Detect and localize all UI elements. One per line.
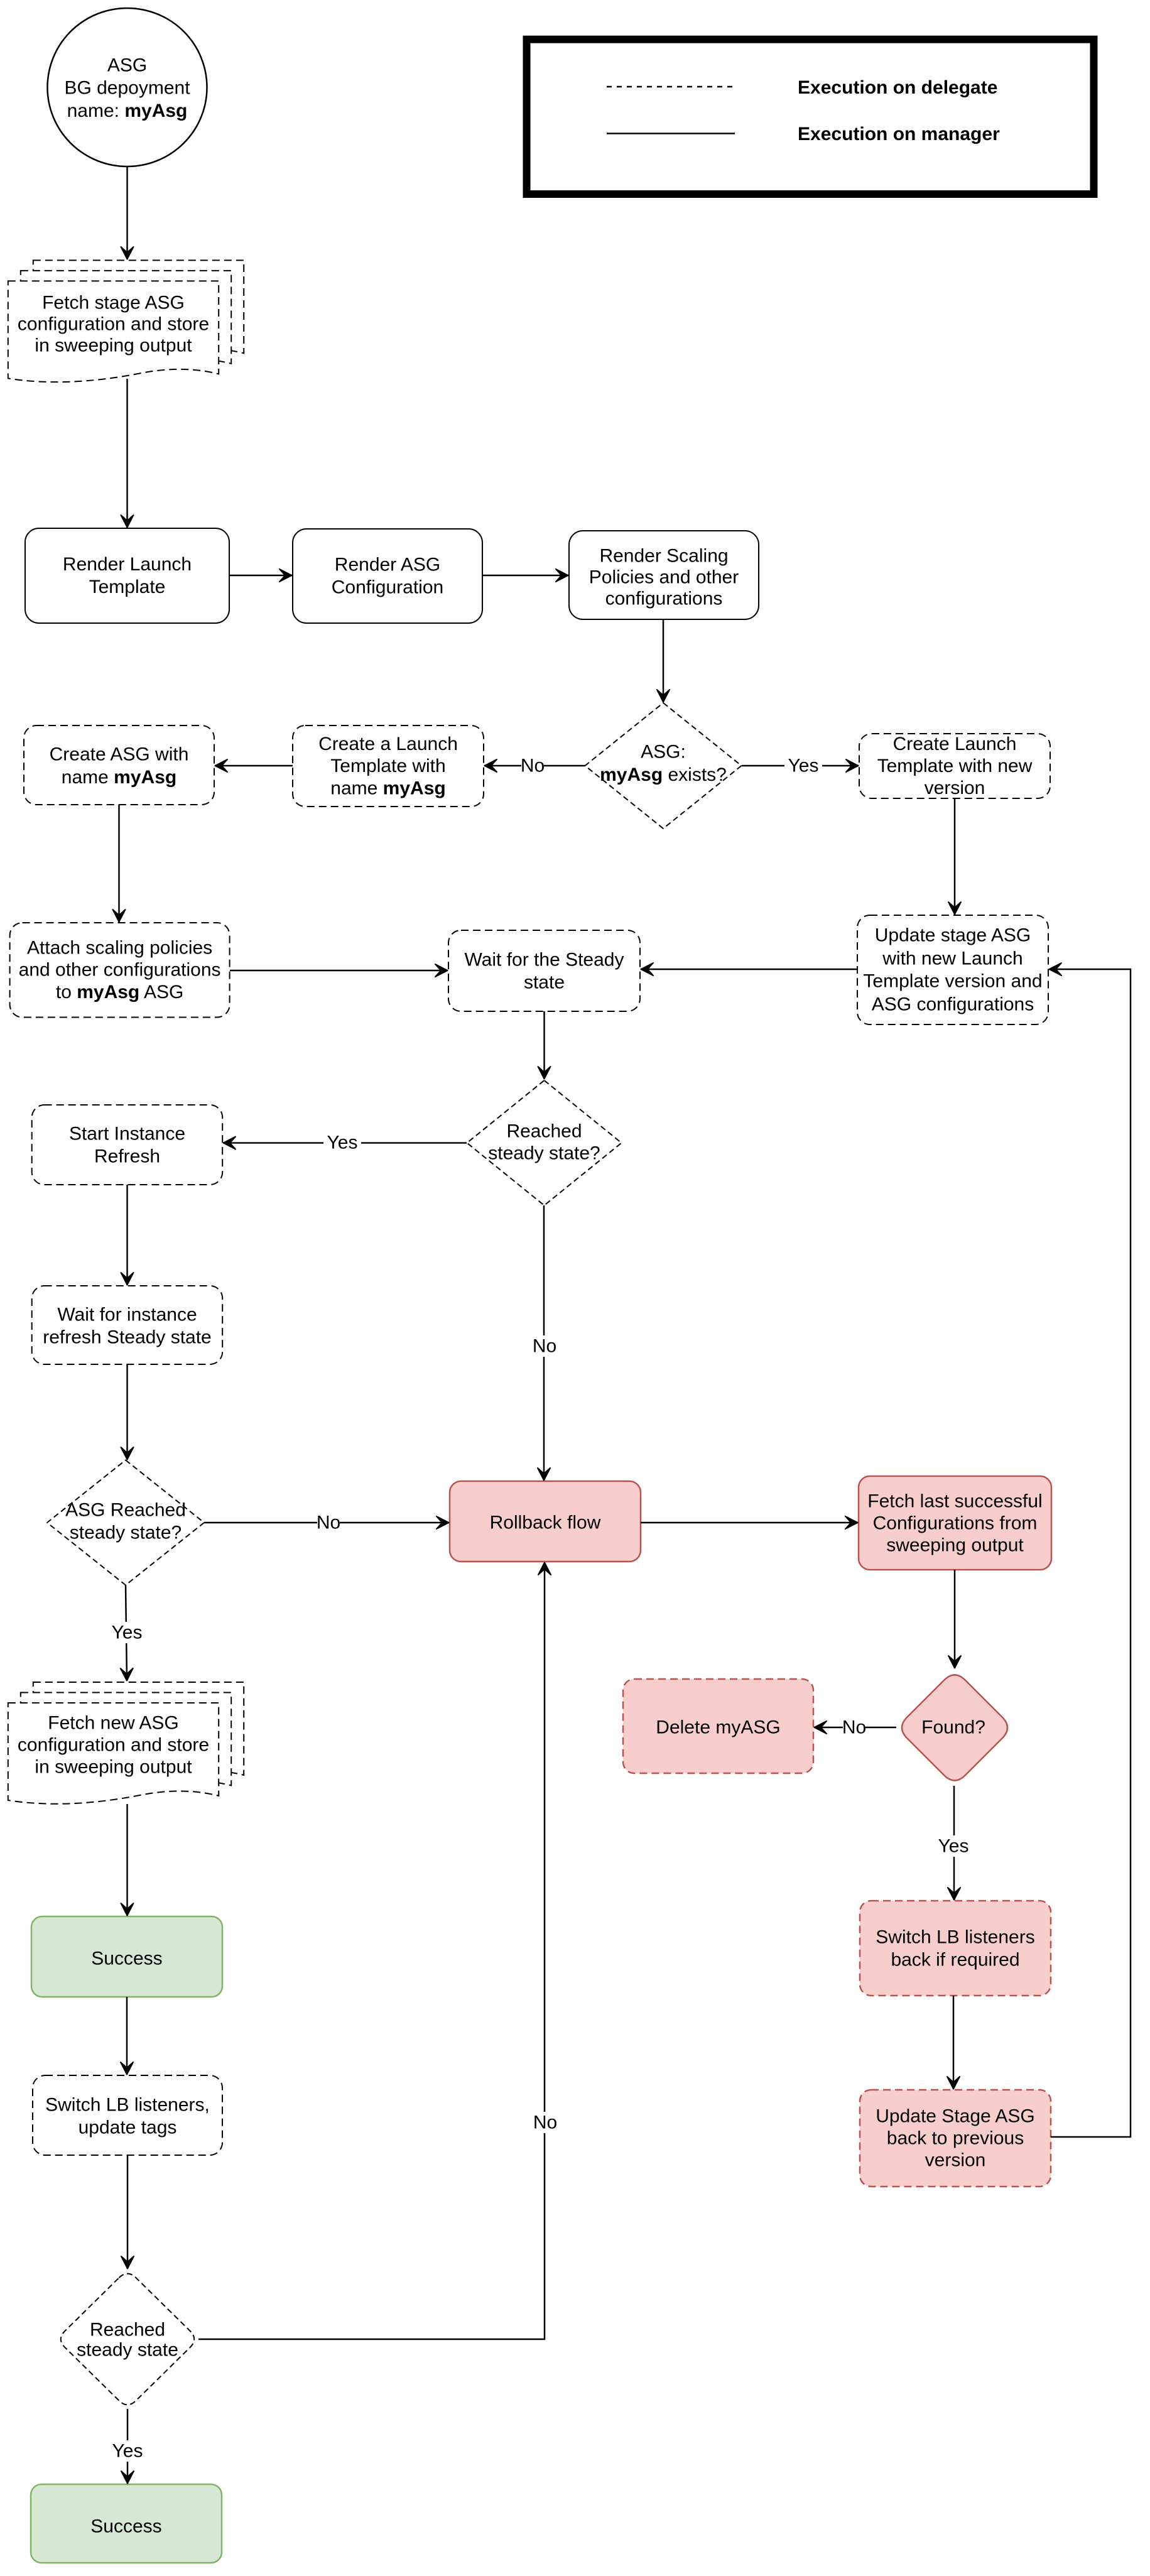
svg-text:Yes: Yes [938,1836,969,1857]
svg-text:No: No [521,756,545,776]
svg-text:back if required: back if required [891,1950,1019,1970]
svg-text:steady state?: steady state? [488,1143,600,1164]
svg-text:ASG configurations: ASG configurations [872,994,1034,1015]
svg-text:Refresh: Refresh [94,1146,160,1167]
svg-text:sweeping output: sweeping output [886,1535,1024,1556]
svg-text:ASG:: ASG: [641,742,686,763]
svg-text:Render Scaling: Render Scaling [599,546,728,567]
svg-text:configuration and store: configuration and store [18,1735,209,1756]
svg-text:Found?: Found? [921,1717,985,1738]
svg-text:Delete myASG: Delete myASG [656,1717,780,1738]
svg-text:Execution on delegate: Execution on delegate [798,77,997,98]
svg-text:name myAsg: name myAsg [330,778,445,798]
svg-text:Render ASG: Render ASG [335,555,440,575]
svg-text:No: No [533,1336,556,1357]
svg-text:Template: Template [89,577,166,597]
svg-text:Switch LB listeners,: Switch LB listeners, [45,2095,210,2116]
svg-text:Yes: Yes [788,756,819,776]
svg-text:Yes: Yes [112,2441,143,2462]
svg-text:Configurations from: Configurations from [873,1513,1038,1534]
svg-text:Wait for the Steady: Wait for the Steady [464,950,624,970]
svg-text:Execution on manager: Execution on manager [798,124,1000,144]
svg-text:steady state?: steady state? [70,1523,182,1543]
svg-text:name myAsg: name myAsg [62,767,176,788]
svg-text:version: version [925,2150,986,2171]
svg-text:in sweeping output: in sweeping output [35,335,192,356]
svg-text:Create Launch: Create Launch [893,734,1017,754]
svg-text:steady state: steady state [77,2340,178,2361]
svg-text:in sweeping output: in sweeping output [35,1757,192,1778]
svg-text:state: state [524,972,565,993]
svg-text:Update stage ASG: Update stage ASG [875,925,1031,946]
svg-text:Success: Success [91,1948,162,1969]
svg-text:name: myAsg: name: myAsg [67,101,188,121]
svg-text:Configuration: Configuration [332,577,443,598]
svg-text:Reached: Reached [90,2320,165,2340]
svg-text:ASG: ASG [107,55,147,76]
svg-text:Template version and: Template version and [863,971,1042,992]
svg-text:to myAsg ASG: to myAsg ASG [56,982,183,1003]
svg-text:Attach scaling policies: Attach scaling policies [27,938,212,959]
svg-text:No: No [842,1717,866,1738]
svg-text:Yes: Yes [112,1622,143,1643]
svg-text:Policies and other: Policies and other [589,567,739,588]
svg-text:Create a Launch: Create a Launch [318,734,458,754]
svg-text:configurations: configurations [605,589,723,609]
svg-text:version: version [925,778,985,798]
svg-text:Create ASG with: Create ASG with [50,744,189,765]
svg-text:and other configurations: and other configurations [19,960,221,981]
svg-text:Fetch last successful: Fetch last successful [867,1491,1042,1512]
svg-text:BG depoyment: BG depoyment [64,78,190,99]
svg-text:Switch LB listeners: Switch LB listeners [876,1927,1034,1948]
svg-text:Template with new: Template with new [877,756,1033,776]
svg-text:myAsg exists?: myAsg exists? [600,764,727,785]
svg-text:update tags: update tags [79,2117,177,2138]
svg-text:No: No [317,1513,340,1533]
svg-text:Fetch new ASG: Fetch new ASG [48,1713,178,1734]
svg-text:back to previous: back to previous [887,2128,1024,2149]
svg-text:Fetch stage ASG: Fetch stage ASG [42,293,185,313]
svg-text:Start Instance: Start Instance [69,1124,185,1144]
svg-text:refresh Steady state: refresh Steady state [43,1327,211,1348]
svg-text:ASG Reached: ASG Reached [65,1500,186,1521]
svg-text:Update Stage ASG: Update Stage ASG [876,2106,1035,2127]
svg-text:configuration and store: configuration and store [18,314,209,335]
svg-text:No: No [533,2112,557,2133]
svg-text:Rollback flow: Rollback flow [490,1513,601,1533]
svg-text:Template with: Template with [330,756,445,776]
svg-text:with new Launch: with new Launch [882,948,1023,969]
svg-text:Success: Success [90,2516,161,2537]
svg-text:Yes: Yes [327,1133,358,1153]
svg-text:Wait for instance: Wait for instance [57,1305,197,1325]
svg-text:Reached: Reached [506,1121,582,1142]
svg-text:Render Launch: Render Launch [63,554,192,575]
